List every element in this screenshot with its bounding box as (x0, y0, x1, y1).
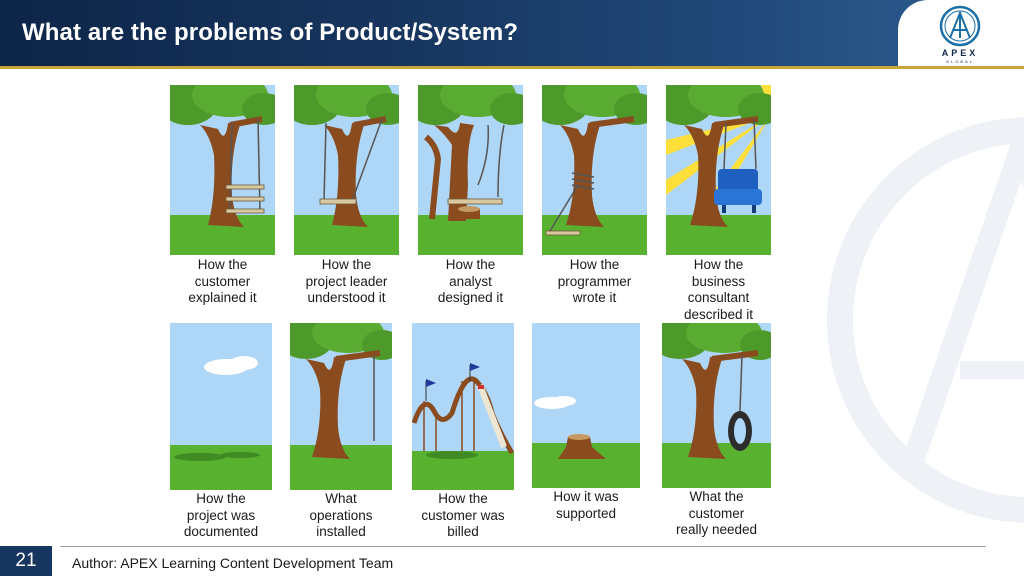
watermark-emblem-icon (827, 117, 1024, 523)
panel-customer-explained: How the customer explained it (170, 85, 275, 305)
panel-caption: How the business consultant described it (683, 257, 754, 322)
panel-caption: How it was supported (553, 489, 619, 521)
stump-cartoon-icon (532, 323, 640, 488)
panel-project-leader-understood: How the project leader understood it (294, 85, 399, 305)
panel-caption: How the customer explained it (188, 257, 257, 305)
panel-caption: How the customer was billed (421, 491, 505, 539)
panel-caption: How the project leader understood it (305, 257, 388, 305)
panel-business-consultant-described: How the business consultant described it (666, 85, 771, 322)
swing-cartoon-icon (666, 85, 771, 255)
logo-subtext: GLOBAL (945, 59, 974, 64)
author-credit: Author: APEX Learning Content Developmen… (72, 555, 394, 571)
panel-supported: How it was supported (532, 323, 640, 521)
panel-programmer-wrote: How the programmer wrote it (542, 85, 647, 305)
header-band (0, 0, 1024, 66)
header-gold-rule (0, 66, 1024, 69)
apex-logo-icon (939, 5, 981, 47)
header-bar: What are the problems of Product/System?… (0, 0, 1024, 69)
footer-divider (60, 546, 986, 547)
page-title: What are the problems of Product/System? (22, 19, 519, 46)
panel-caption: How the analyst designed it (437, 257, 504, 305)
panel-operations-installed: What operations installed (290, 323, 392, 539)
panel-caption: How the project was documented (183, 491, 259, 539)
swing-cartoon-icon (542, 85, 647, 255)
panel-customer-billed: How the customer was billed (412, 323, 514, 539)
empty-field-cartoon-icon (170, 323, 272, 490)
panel-caption: How the programmer wrote it (557, 257, 632, 305)
swing-cartoon-icon (418, 85, 523, 255)
panel-caption: What operations installed (309, 491, 373, 539)
swing-cartoon-icon (170, 85, 275, 255)
panel-customer-really-needed: What the customer really needed (662, 323, 771, 537)
tire-swing-cartoon-icon (662, 323, 771, 488)
bare-rope-cartoon-icon (290, 323, 392, 490)
logo-wordmark: APEX (941, 48, 979, 58)
panel-caption: What the customer really needed (675, 489, 758, 537)
panel-project-documented: How the project was documented (170, 323, 272, 539)
page-number-badge: 21 (0, 546, 52, 576)
roller-coaster-cartoon-icon (412, 323, 514, 490)
panel-analyst-designed: How the analyst designed it (418, 85, 523, 305)
swing-cartoon-icon (294, 85, 399, 255)
